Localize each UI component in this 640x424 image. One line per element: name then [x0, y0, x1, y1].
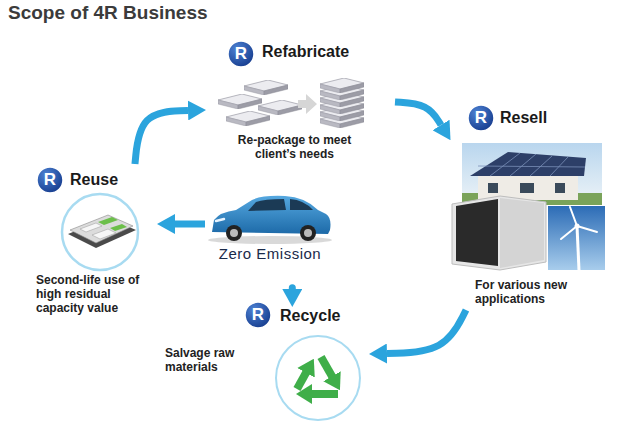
- badge-letter: R: [235, 44, 247, 64]
- vehicle-node: Zero Emission: [205, 192, 339, 272]
- badge-circle: [37, 167, 63, 193]
- flow-arrow: [175, 221, 205, 228]
- process-arrow: [298, 94, 317, 114]
- battery-stack: [320, 78, 364, 128]
- car: [208, 196, 332, 244]
- flow-arrow: [395, 102, 441, 125]
- step-description: For various new applications: [475, 278, 593, 306]
- step-group: ResellFor various new applications R: [450, 102, 610, 310]
- badge-letter: R: [252, 305, 264, 325]
- badge-circle: [468, 105, 494, 131]
- r-badge: R: [227, 40, 255, 68]
- step-title: Refabricate: [262, 42, 349, 62]
- flow-arrow: [135, 110, 188, 164]
- r-badge: R: [244, 301, 272, 329]
- badge-letter: R: [44, 170, 56, 190]
- r-badge: R: [467, 104, 495, 132]
- badge-letter: R: [475, 108, 487, 128]
- logo-text: Zero Emission: [205, 245, 335, 263]
- step-description: Second-life use of high residual capacit…: [36, 273, 154, 315]
- step-description: Re-package to meet client’s needs: [227, 133, 362, 161]
- badge-circle: [245, 302, 271, 328]
- battery-modules: [218, 80, 302, 126]
- flow-arrow: [289, 288, 296, 300]
- step-group: RefabricateRe-package to meet client’s n…: [205, 36, 395, 168]
- step-title: Resell: [500, 108, 547, 128]
- r-badge: R: [36, 166, 64, 194]
- step-group: RecycleSalvage raw materials R: [160, 300, 370, 420]
- battery-pack: [62, 194, 138, 270]
- wind-turbine-photo: [548, 206, 605, 270]
- recycle-symbol: [276, 336, 360, 420]
- step-title: Reuse: [70, 170, 118, 190]
- flow-arrow: [387, 310, 466, 354]
- step-description: Salvage raw materials: [165, 346, 247, 374]
- badge-circle: [228, 41, 254, 67]
- house-photo: [462, 143, 602, 205]
- diagram-title: Scope of 4R Business: [8, 1, 208, 25]
- battery-cabinet: [452, 196, 546, 270]
- step-title: Recycle: [280, 306, 341, 326]
- step-group: ReuseSecond-life use of high residual ca…: [30, 164, 158, 319]
